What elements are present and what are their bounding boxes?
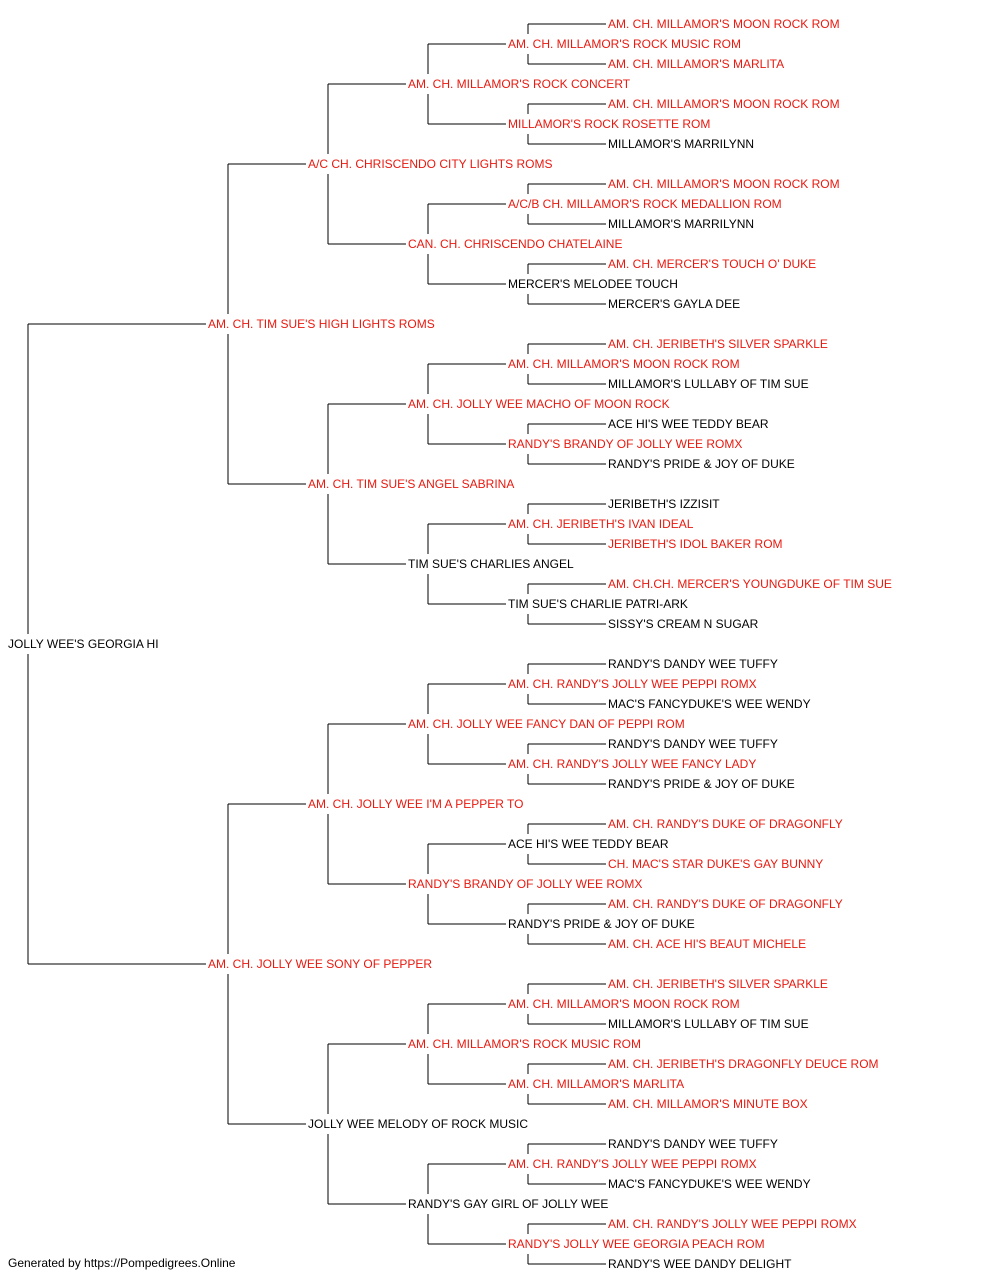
ancestor-name: AM. CH. MILLAMOR'S ROCK CONCERT [408,77,631,91]
ancestor-name: SISSY'S CREAM N SUGAR [608,617,759,631]
ancestor-name: AM. CH. MILLAMOR'S ROCK MUSIC ROM [508,37,741,51]
ancestor-name: RANDY'S DANDY WEE TUFFY [608,737,778,751]
ancestor-name: AM. CH. RANDY'S JOLLY WEE PEPPI ROMX [508,1157,757,1171]
ancestor-name: JERIBETH'S IZZISIT [608,497,720,511]
subject-dog-name: JOLLY WEE'S GEORGIA HI [8,637,159,651]
footer-credit: Generated by https://Pompedigrees.Online [8,1256,236,1270]
ancestor-name: AM. CH. JERIBETH'S DRAGONFLY DEUCE ROM [608,1057,879,1071]
ancestor-name: TIM SUE'S CHARLIES ANGEL [408,557,574,571]
ancestor-name: JERIBETH'S IDOL BAKER ROM [608,537,783,551]
ancestor-name: AM. CH. MILLAMOR'S MOON ROCK ROM [608,177,840,191]
ancestor-name: AM. CH. MILLAMOR'S MOON ROCK ROM [508,997,740,1011]
ancestor-name: AM. CH. TIM SUE'S HIGH LIGHTS ROMS [208,317,435,331]
ancestor-name: A/C CH. CHRISCENDO CITY LIGHTS ROMS [308,157,552,171]
ancestor-name: MERCER'S GAYLA DEE [608,297,740,311]
ancestor-name: AM. CH. JERIBETH'S SILVER SPARKLE [608,977,828,991]
ancestor-name: AM. CH. MILLAMOR'S MARLITA [608,57,784,71]
ancestor-name: CAN. CH. CHRISCENDO CHATELAINE [408,237,622,251]
ancestor-name: ACE HI'S WEE TEDDY BEAR [508,837,669,851]
ancestor-name: AM. CH. JOLLY WEE SONY OF PEPPER [208,957,432,971]
ancestor-name: RANDY'S DANDY WEE TUFFY [608,1137,778,1151]
ancestor-name: RANDY'S BRANDY OF JOLLY WEE ROMX [408,877,642,891]
ancestor-name: AM. CH. JOLLY WEE MACHO OF MOON ROCK [408,397,670,411]
ancestor-name: TIM SUE'S CHARLIE PATRI-ARK [508,597,688,611]
ancestor-name: AM. CH. RANDY'S JOLLY WEE PEPPI ROMX [508,677,757,691]
ancestor-name: AM. CH. RANDY'S JOLLY WEE PEPPI ROMX [608,1217,857,1231]
ancestor-name: RANDY'S JOLLY WEE GEORGIA PEACH ROM [508,1237,765,1251]
ancestor-name: AM. CH. TIM SUE'S ANGEL SABRINA [308,477,514,491]
ancestor-name: RANDY'S PRIDE & JOY OF DUKE [608,777,795,791]
ancestor-name: ACE HI'S WEE TEDDY BEAR [608,417,769,431]
ancestor-name: AM. CH. MILLAMOR'S MOON ROCK ROM [508,357,740,371]
ancestor-name: JOLLY WEE MELODY OF ROCK MUSIC [308,1117,528,1131]
ancestor-name: MILLAMOR'S LULLABY OF TIM SUE [608,1017,809,1031]
ancestor-name: RANDY'S PRIDE & JOY OF DUKE [608,457,795,471]
ancestor-name: AM. CH. JERIBETH'S SILVER SPARKLE [608,337,828,351]
ancestor-name: AM. CH. RANDY'S JOLLY WEE FANCY LADY [508,757,756,771]
ancestor-name: MAC'S FANCYDUKE'S WEE WENDY [608,697,811,711]
ancestor-name: RANDY'S WEE DANDY DELIGHT [608,1257,792,1271]
ancestor-name: MILLAMOR'S ROCK ROSETTE ROM [508,117,710,131]
ancestor-name: AM. CH. ACE HI'S BEAUT MICHELE [608,937,806,951]
ancestor-name: RANDY'S GAY GIRL OF JOLLY WEE [408,1197,608,1211]
ancestor-name: RANDY'S BRANDY OF JOLLY WEE ROMX [508,437,742,451]
ancestor-name: MILLAMOR'S MARRILYNN [608,137,754,151]
ancestor-name: AM. CH. MILLAMOR'S MOON ROCK ROM [608,17,840,31]
ancestor-name: MILLAMOR'S MARRILYNN [608,217,754,231]
ancestor-name: AM. CH. RANDY'S DUKE OF DRAGONFLY [608,897,843,911]
ancestor-name: AM. CH. JOLLY WEE I'M A PEPPER TO [308,797,523,811]
ancestor-name: MAC'S FANCYDUKE'S WEE WENDY [608,1177,811,1191]
ancestor-name: RANDY'S DANDY WEE TUFFY [608,657,778,671]
ancestor-name: AM. CH. MILLAMOR'S MOON ROCK ROM [608,97,840,111]
ancestor-name: AM. CH. MILLAMOR'S MINUTE BOX [608,1097,808,1111]
ancestor-name: CH. MAC'S STAR DUKE'S GAY BUNNY [608,857,823,871]
ancestor-name: AM. CH. RANDY'S DUKE OF DRAGONFLY [608,817,843,831]
ancestor-name: MILLAMOR'S LULLABY OF TIM SUE [608,377,809,391]
ancestor-name: RANDY'S PRIDE & JOY OF DUKE [508,917,695,931]
ancestor-name: AM. CH. MILLAMOR'S ROCK MUSIC ROM [408,1037,641,1051]
ancestor-name: AM. CH. MERCER'S TOUCH O' DUKE [608,257,816,271]
ancestor-name: AM. CH. MILLAMOR'S MARLITA [508,1077,684,1091]
ancestor-name: AM. CH. JERIBETH'S IVAN IDEAL [508,517,694,531]
ancestor-name: MERCER'S MELODEE TOUCH [508,277,678,291]
ancestor-name: AM. CH. JOLLY WEE FANCY DAN OF PEPPI ROM [408,717,685,731]
ancestor-name: AM. CH.CH. MERCER'S YOUNGDUKE OF TIM SUE [608,577,892,591]
ancestor-name: A/C/B CH. MILLAMOR'S ROCK MEDALLION ROM [508,197,782,211]
